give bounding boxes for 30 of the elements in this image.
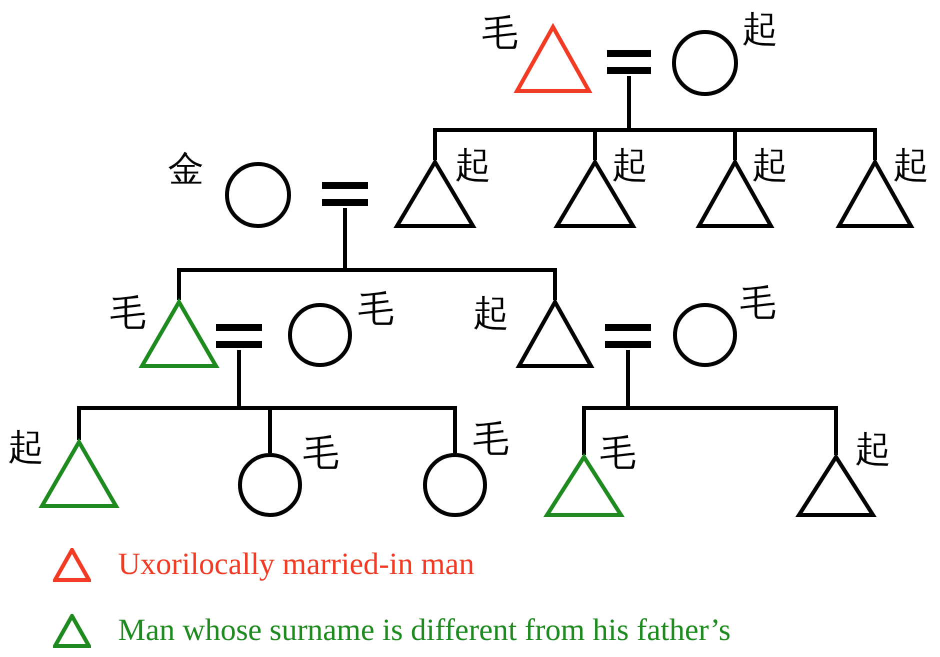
legend-text: Man whose surname is different from his father’s xyxy=(118,612,731,648)
circle-symbol xyxy=(673,303,737,367)
equals-sign xyxy=(605,322,651,350)
surname-label: 起 xyxy=(612,146,648,186)
surname-label: 毛 xyxy=(473,420,509,460)
surname-label: 起 xyxy=(8,428,44,468)
circle-symbol xyxy=(225,162,291,228)
surname-label: 毛 xyxy=(110,294,146,334)
surname-label: 金 xyxy=(168,150,204,190)
equals-sign xyxy=(216,322,262,350)
surname-label: 起 xyxy=(855,430,891,470)
circle-symbol xyxy=(672,30,738,96)
equals-sign xyxy=(607,48,651,76)
surname-label: 毛 xyxy=(358,290,394,330)
surname-label: 起 xyxy=(473,294,509,334)
surname-label: 起 xyxy=(893,146,929,186)
circle-symbol xyxy=(423,453,487,517)
surname-label: 毛 xyxy=(482,14,518,54)
surname-label: 起 xyxy=(455,146,491,186)
circle-symbol xyxy=(238,453,302,517)
surname-label: 毛 xyxy=(740,284,776,324)
triangle-symbol xyxy=(40,440,118,508)
triangle-symbol xyxy=(517,300,593,368)
surname-label: 毛 xyxy=(303,434,339,474)
equals-sign xyxy=(322,180,368,208)
surname-label: 毛 xyxy=(600,434,636,474)
legend-text: Uxorilocally married-in man xyxy=(118,546,474,582)
circle-symbol xyxy=(288,303,352,367)
surname-label: 起 xyxy=(742,10,778,50)
surname-label: 起 xyxy=(752,146,788,186)
